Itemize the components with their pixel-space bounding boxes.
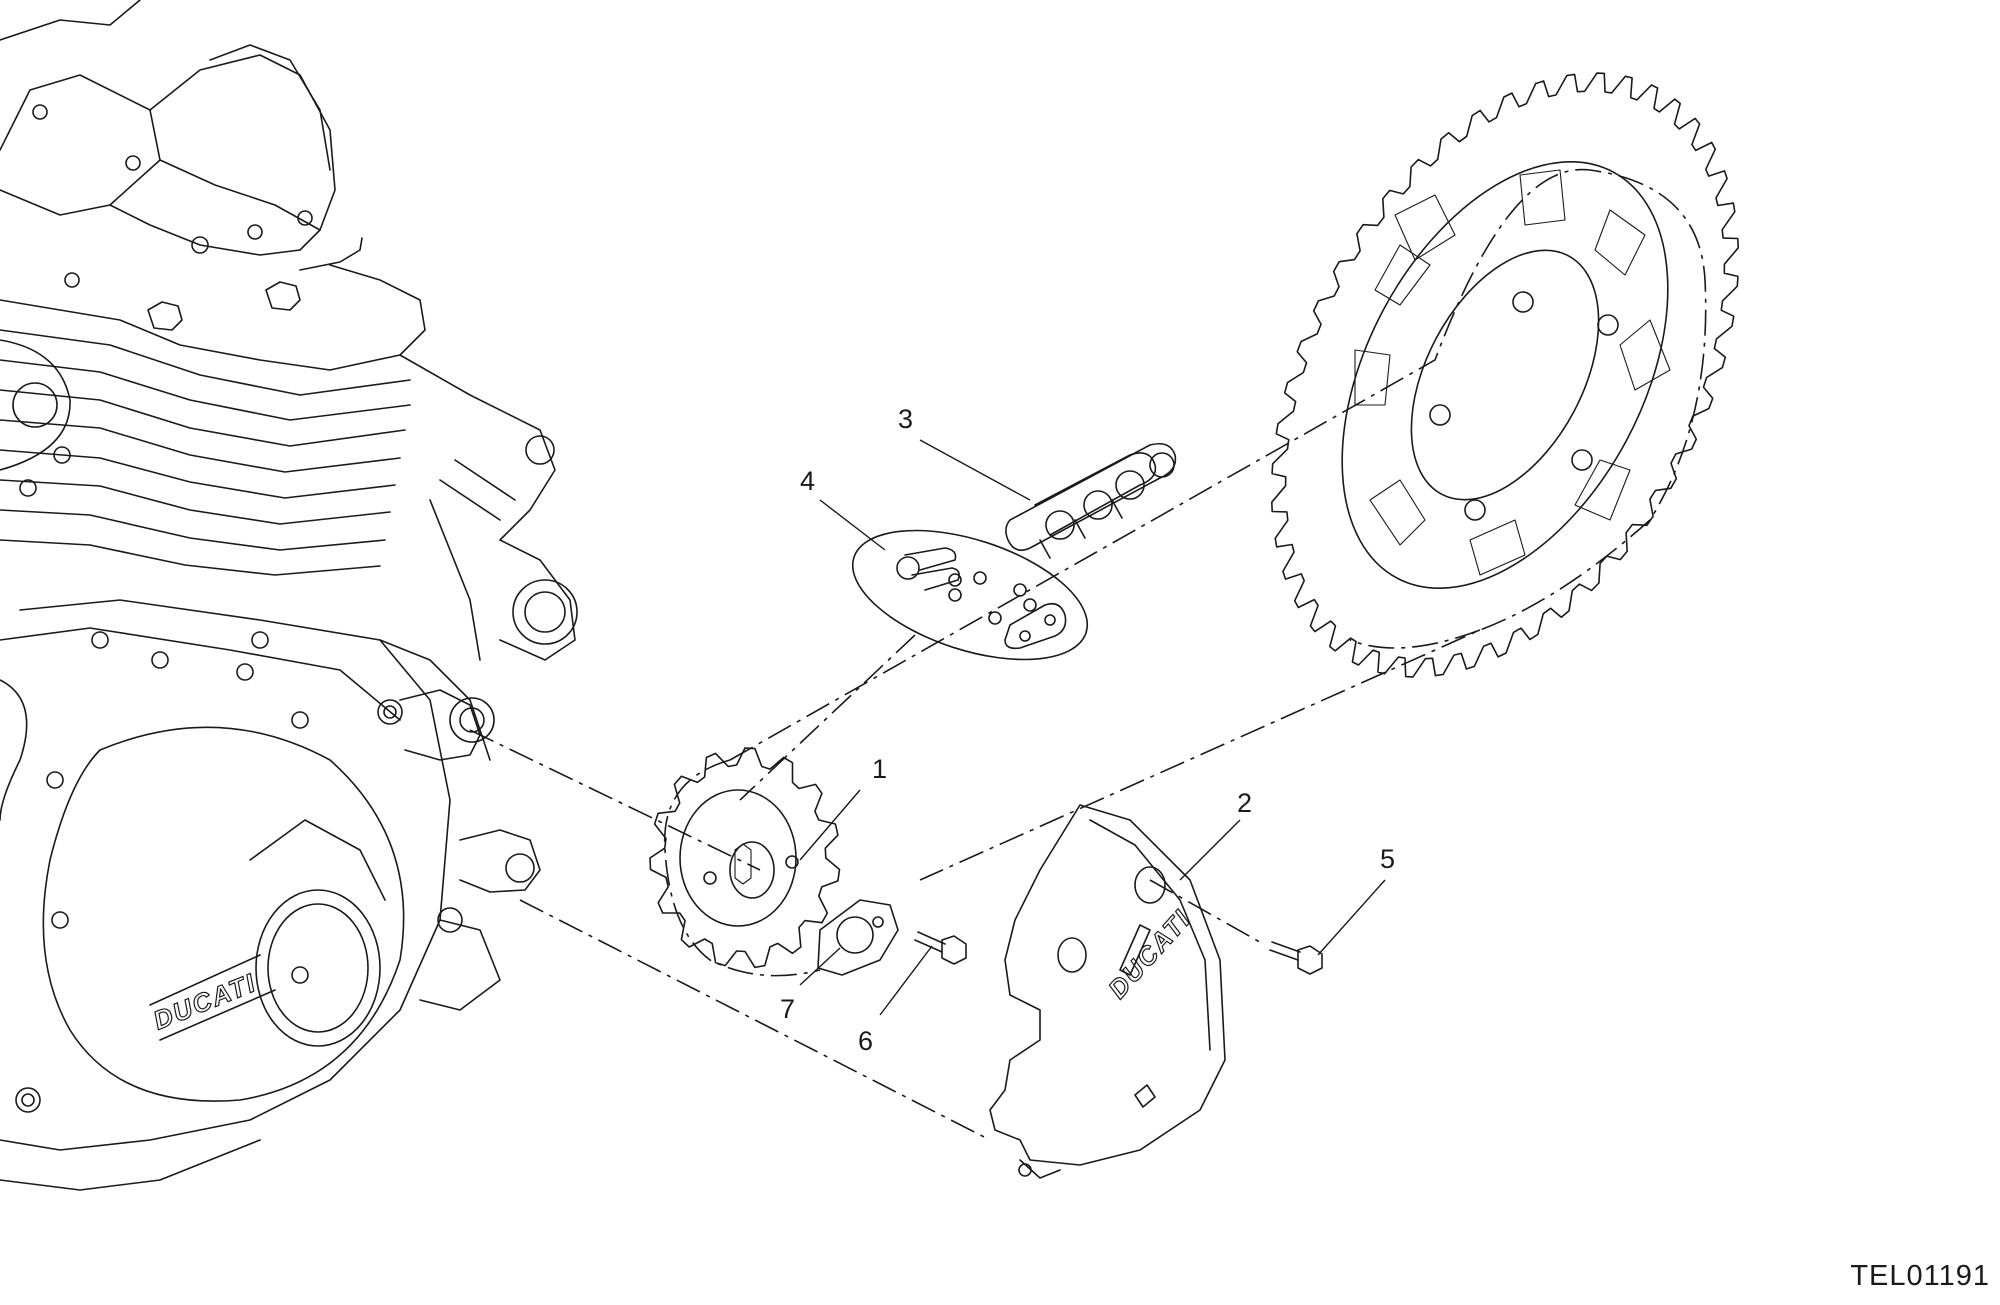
drawing-code: TEL01191 — [1850, 1260, 1990, 1292]
axis-line-bolt5 — [1149, 879, 1266, 946]
bolt-5 — [1269, 941, 1323, 975]
chain-link — [1005, 442, 1177, 559]
leader-2 — [1179, 819, 1241, 881]
bolt-6 — [914, 931, 967, 965]
leader-7 — [799, 947, 841, 986]
chain-lower-run — [1349, 629, 1481, 649]
callout-3: 3 — [898, 404, 913, 434]
leader-1 — [799, 789, 861, 861]
sprocket-cover: DUCATI — [989, 804, 1226, 1179]
callout-labels: 1 2 3 4 5 6 7 — [780, 404, 1395, 1056]
axis-line-pivot — [519, 899, 991, 1141]
axis-line-link — [739, 634, 916, 801]
callout-1: 1 — [872, 754, 887, 784]
callout-7: 7 — [780, 994, 795, 1024]
callout-5: 5 — [1380, 844, 1395, 874]
sprocket-chain-wrap — [663, 759, 821, 977]
leader-3 — [919, 439, 1031, 501]
leader-4 — [819, 499, 886, 551]
callout-2: 2 — [1237, 788, 1252, 818]
callout-leaders — [799, 439, 1386, 1016]
front-sprocket — [649, 747, 841, 969]
cover-brand-mark: DUCATI — [1102, 903, 1197, 1004]
leader-6 — [879, 945, 933, 1016]
callout-6: 6 — [858, 1026, 873, 1056]
chain-upper-run — [729, 168, 1707, 881]
lock-plate — [817, 899, 899, 976]
engine-assembly: DUCATI — [0, 0, 578, 1191]
engine-brand-mark: DUCATI — [149, 967, 261, 1035]
chain-path — [469, 168, 1707, 1141]
callout-4: 4 — [800, 466, 815, 496]
rear-sprocket — [1271, 72, 1739, 678]
axis-line-shaft — [469, 729, 761, 871]
master-link-kit — [851, 529, 1089, 661]
leader-5 — [1317, 879, 1386, 956]
